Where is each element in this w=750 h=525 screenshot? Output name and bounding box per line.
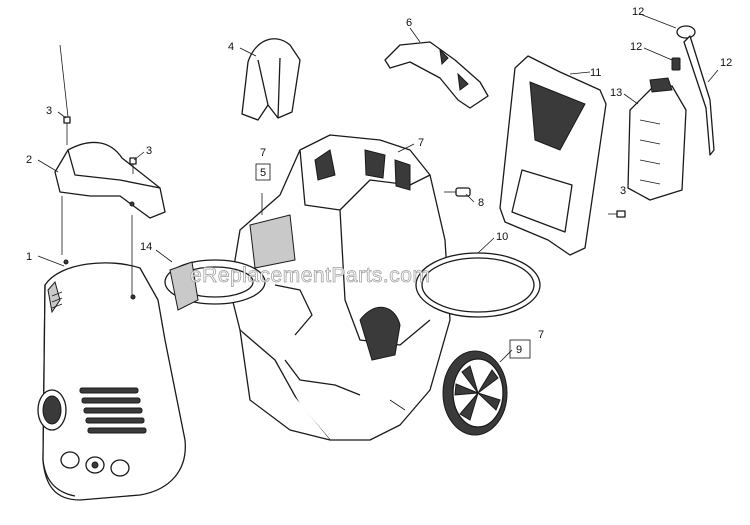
outlet-ports	[60, 451, 130, 477]
callout-12-middle: 12	[630, 41, 642, 53]
part-4-holder-bracket	[241, 38, 301, 121]
callout-14: 14	[140, 241, 152, 253]
callouts: 1 2 3 3 3 4 5 6 7 7 7 8 9 10 11 12 12 12…	[26, 6, 732, 359]
callout-7-center: 7	[418, 137, 424, 149]
callout-8: 8	[478, 197, 484, 209]
callout-1: 1	[26, 251, 32, 263]
callout-13: 13	[610, 87, 622, 99]
part-9-wheel	[442, 350, 508, 436]
vent-slots-upper	[51, 291, 63, 309]
callout-3-left: 3	[46, 105, 52, 117]
callout-3-middle: 3	[146, 145, 152, 157]
part-1-front-housing	[37, 259, 186, 501]
callout-2: 2	[26, 154, 32, 166]
part-11-handle-frame	[499, 55, 607, 256]
part-3-screw-b	[129, 157, 137, 174]
callout-10: 10	[496, 231, 508, 243]
part-8-bolt	[444, 187, 471, 197]
callout-5: 5	[260, 167, 266, 179]
part-6-handle-grip	[384, 41, 489, 109]
callout-11: 11	[590, 67, 601, 79]
callout-12-right: 12	[720, 57, 732, 69]
part-3-screw-a	[63, 116, 71, 132]
central-frame	[229, 134, 451, 441]
part-13-detergent-bottle	[627, 77, 687, 201]
wheel-spokes	[454, 365, 501, 421]
part-10-hose-ring	[415, 252, 541, 318]
callout-7-wheel: 7	[538, 329, 544, 341]
callout-4: 4	[228, 41, 234, 53]
callout-7-top: 7	[260, 147, 266, 159]
part-12-lance	[671, 25, 715, 156]
part-14-hose-coil	[164, 259, 266, 311]
callout-9: 9	[516, 344, 522, 356]
vent-slots-lower	[79, 387, 147, 434]
part-3-screw-c	[608, 210, 626, 218]
dial-knob	[37, 389, 67, 431]
watermark-text: eReplacementParts.com	[190, 264, 430, 287]
bottle-markings	[639, 119, 661, 185]
part-2-top-cover	[54, 141, 166, 219]
callout-6: 6	[406, 17, 412, 29]
callout-12-top: 12	[632, 6, 644, 18]
callout-3-right: 3	[620, 185, 626, 197]
